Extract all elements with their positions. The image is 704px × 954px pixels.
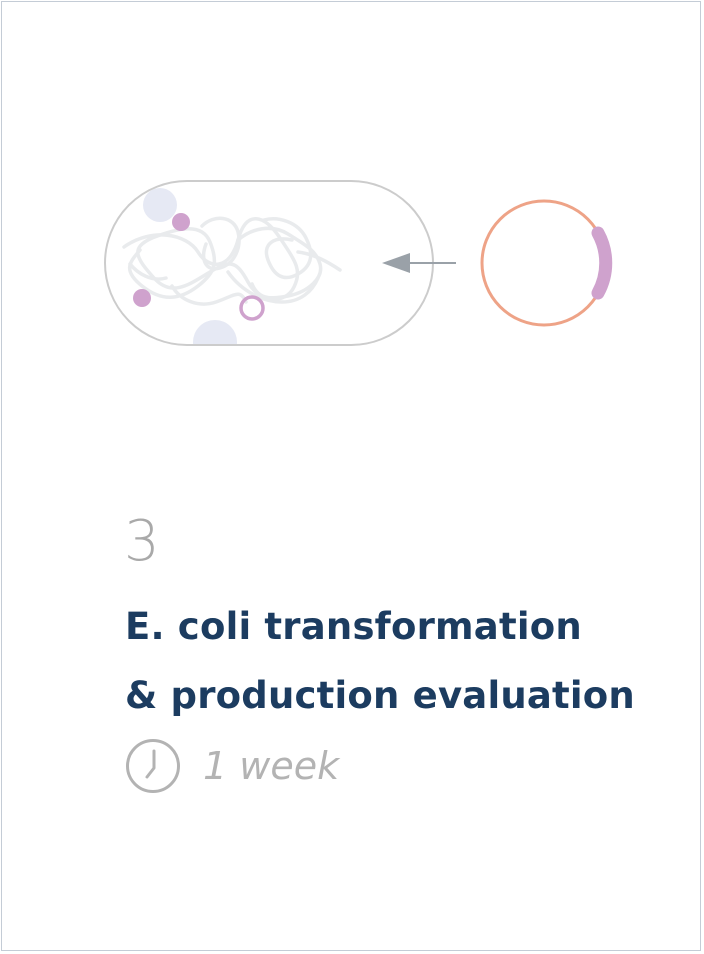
gene-insert	[591, 226, 613, 300]
plasmid-ring	[239, 295, 265, 321]
duration-label: 1 week	[203, 744, 340, 788]
step-duration: 1 week	[125, 737, 339, 795]
insertion-arrow	[382, 253, 456, 273]
ribosome-top	[143, 188, 177, 222]
recombinant-plasmid	[480, 199, 613, 327]
step-title-line-1: E. coli transformation	[125, 605, 582, 648]
arrow-head	[382, 253, 410, 273]
step-title-line-2: & production evaluation	[125, 674, 635, 717]
plasmid-dot-top	[172, 213, 190, 231]
ecoli-cell	[104, 180, 434, 346]
clock-icon	[126, 739, 180, 793]
ribosome-bottom	[193, 320, 237, 344]
step-number: 3	[124, 509, 160, 574]
step-title: E. coli transformation & production eval…	[125, 592, 685, 730]
transformation-illustration	[104, 180, 613, 346]
plasmid-dot-left	[133, 289, 151, 307]
plasmid-backbone	[480, 199, 608, 327]
chromosome-dna	[122, 216, 342, 306]
